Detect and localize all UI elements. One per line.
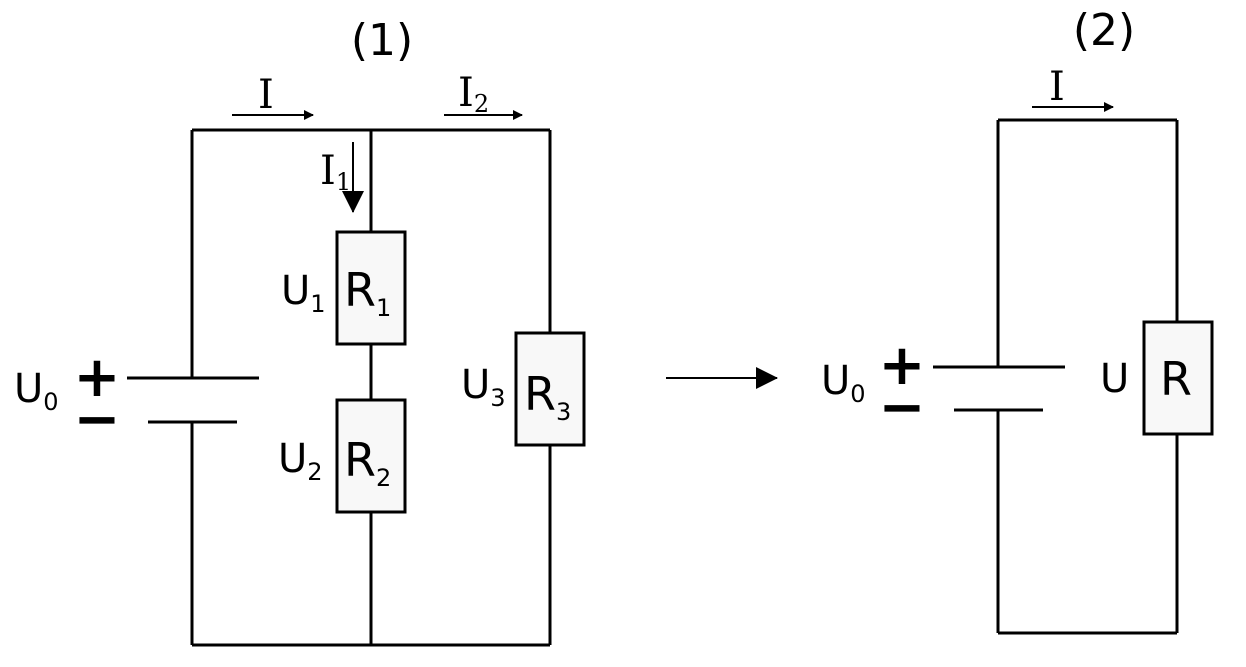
battery-1-minus: − [74, 387, 121, 452]
circuit-1-wires [190, 128, 552, 647]
circuit-2: (2) + − U0 R U I [821, 5, 1214, 635]
resistor-r1 [335, 230, 407, 346]
battery-1-plus: + [74, 345, 121, 410]
resistor-r3-label: R3 [524, 367, 571, 426]
voltage-u-label: U [1100, 356, 1129, 402]
resistor-r-label: R [1160, 352, 1192, 406]
source-2-voltage-label: U0 [821, 358, 866, 408]
current-i2-label: I2 [458, 70, 489, 118]
current-i-label: I [258, 72, 274, 118]
current-i-label-2: I [1049, 64, 1065, 110]
circuit-1-title: (1) [351, 15, 413, 66]
battery-2-minus: − [879, 375, 926, 440]
resistor-r3 [514, 331, 586, 447]
circuit-2-wires [996, 118, 1179, 635]
source-1-voltage-label: U0 [14, 366, 59, 416]
voltage-u2-label: U2 [278, 436, 323, 486]
circuit-2-title: (2) [1073, 5, 1135, 56]
battery-2: + − U0 [821, 333, 1065, 440]
resistor-r1-label: R1 [344, 263, 391, 322]
circuit-1: (1) + − U0 R1 U1 R2 U2 R3 U3 I I2 I1 [14, 15, 586, 647]
resistor-r2-label: R2 [344, 433, 391, 492]
resistor-r2 [335, 398, 407, 514]
battery-1: + − U0 [14, 345, 259, 452]
current-i1-label: I1 [320, 148, 351, 196]
resistor-r [1142, 320, 1214, 436]
battery-2-plus: + [879, 333, 926, 398]
voltage-u1-label: U1 [281, 268, 326, 318]
voltage-u3-label: U3 [461, 362, 506, 412]
